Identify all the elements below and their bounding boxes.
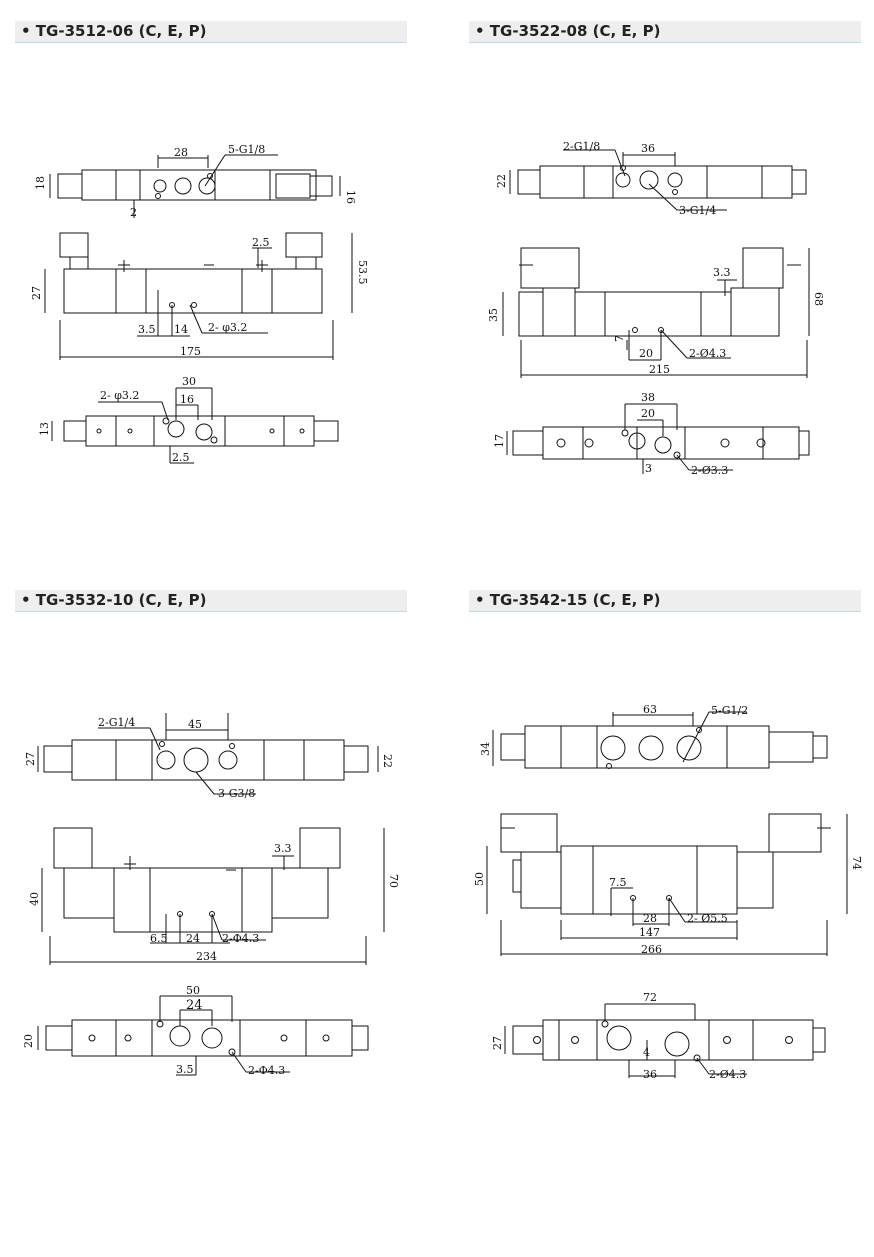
dim-bottom-a: 30 xyxy=(182,375,196,388)
section-title: • TG-3542-15 (C, E, P) xyxy=(475,591,661,609)
dim-front-left-h: 27 xyxy=(30,286,43,300)
dim-top-port: 5-G1/2 xyxy=(711,704,748,717)
dim-bottom-h: 17 xyxy=(493,434,506,448)
dim-bottom-a: 72 xyxy=(643,991,657,1004)
section-header-4: • TG-3542-15 (C, E, P) xyxy=(469,590,861,612)
dim-bottom-h: 27 xyxy=(491,1036,504,1050)
dim-front-c: 20 xyxy=(639,347,653,360)
section-title: • TG-3512-06 (C, E, P) xyxy=(21,22,207,40)
dim-top-port: 2-G1/8 xyxy=(563,140,600,153)
dim-top-port: 5-G1/8 xyxy=(228,143,265,156)
drawing-tg-3522-08: 36 2-G1/8 3-G1/4 22 3.3 68 35 7 20 2-Ø4.… xyxy=(487,140,825,477)
dim-front-b: 6.5 xyxy=(150,932,168,945)
drawing-tg-3532-10: 45 2-G1/4 3-G3/8 27 22 3.3 70 40 6.5 24 … xyxy=(22,713,400,1077)
dim-top-right-h: 22 xyxy=(381,754,394,768)
dim-bottom-c: 36 xyxy=(643,1068,657,1081)
dim-front-h: 70 xyxy=(387,874,400,888)
dim-top-port: 2-G1/4 xyxy=(98,716,135,729)
dim-bottom-b: 20 xyxy=(641,407,655,420)
dim-front-h: 68 xyxy=(812,292,825,306)
dim-bottom-b: 16 xyxy=(180,393,194,406)
dim-bottom-h: 20 xyxy=(22,1034,35,1048)
dim-front-a: 2.5 xyxy=(252,236,270,249)
dim-front-c: 24 xyxy=(186,932,200,945)
dim-front-holes: 2- φ3.2 xyxy=(208,321,247,334)
dim-front-len: 215 xyxy=(649,363,670,376)
dim-top-width: 28 xyxy=(174,146,188,159)
dim-front-holes: 2-Ø4.3 xyxy=(689,347,726,360)
dim-bottom-holes: 2- φ3.2 xyxy=(100,389,139,402)
section-header-2: • TG-3522-08 (C, E, P) xyxy=(469,21,861,43)
dim-top-left-h: 18 xyxy=(34,176,47,190)
dim-front-holes: 2- Ø5.5 xyxy=(687,912,728,925)
section-title: • TG-3522-08 (C, E, P) xyxy=(475,22,661,40)
drawing-tg-3542-15: 63 5-G1/2 34 7.5 74 50 28 2- Ø5.5 147 26… xyxy=(473,703,863,1081)
drawing-tg-3512-06: 28 5-G1/8 18 16 2 2.5 53.5 27 3.5 14 2- … xyxy=(30,143,369,464)
dim-bottom-h: 13 xyxy=(38,422,51,436)
dim-front-a: 7.5 xyxy=(609,876,627,889)
dim-front-left-h: 35 xyxy=(487,308,500,322)
dim-front-c: 14 xyxy=(174,323,188,336)
dim-front-h: 53.5 xyxy=(356,260,369,285)
dim-front-len: 175 xyxy=(180,345,201,358)
dim-bottom-c: 3.5 xyxy=(176,1063,194,1076)
dim-top-width: 45 xyxy=(188,718,202,731)
section-header-3: • TG-3532-10 (C, E, P) xyxy=(15,590,407,612)
dim-bottom-b: 4 xyxy=(643,1046,650,1059)
dim-front-h: 74 xyxy=(850,856,863,870)
dim-front-a: 3.3 xyxy=(274,842,292,855)
dim-top-left-h: 22 xyxy=(495,174,508,188)
dim-front-b: 7 xyxy=(613,335,626,342)
dim-top-left-h: 34 xyxy=(479,742,492,756)
dim-top-width: 36 xyxy=(641,142,655,155)
dim-bottom-c: 3 xyxy=(645,462,652,475)
dim-front-b: 3.5 xyxy=(138,323,156,336)
dim-bottom-b: 24 xyxy=(186,998,203,1013)
section-title: • TG-3532-10 (C, E, P) xyxy=(21,591,207,609)
dim-bottom-a: 50 xyxy=(186,984,200,997)
dim-front-left-h: 40 xyxy=(28,892,41,906)
dim-top-right-h: 16 xyxy=(344,190,357,204)
dim-front-len: 266 xyxy=(641,943,662,956)
dim-bottom-c: 2.5 xyxy=(172,451,190,464)
dim-bottom-holes: 2-Ø4.3 xyxy=(709,1068,746,1081)
dim-bottom-holes: 2-Φ4.3 xyxy=(248,1064,285,1077)
dim-front-mid: 147 xyxy=(639,926,660,939)
dim-top-small: 2 xyxy=(130,206,137,219)
dim-front-holes: 2-Φ4.3 xyxy=(222,932,259,945)
dim-top-port2: 3-G3/8 xyxy=(218,787,255,800)
dim-front-len: 234 xyxy=(196,950,217,963)
dim-top-width: 63 xyxy=(643,703,657,716)
dim-top-port2: 3-G1/4 xyxy=(679,204,716,217)
dim-bottom-a: 38 xyxy=(641,391,655,404)
dim-front-c: 28 xyxy=(643,912,657,925)
section-header-1: • TG-3512-06 (C, E, P) xyxy=(15,21,407,43)
dim-bottom-holes: 2-Ø3.3 xyxy=(691,464,728,477)
dim-top-left-h: 27 xyxy=(24,752,37,766)
dim-front-a: 3.3 xyxy=(713,266,731,279)
dim-front-left-h: 50 xyxy=(473,872,486,886)
